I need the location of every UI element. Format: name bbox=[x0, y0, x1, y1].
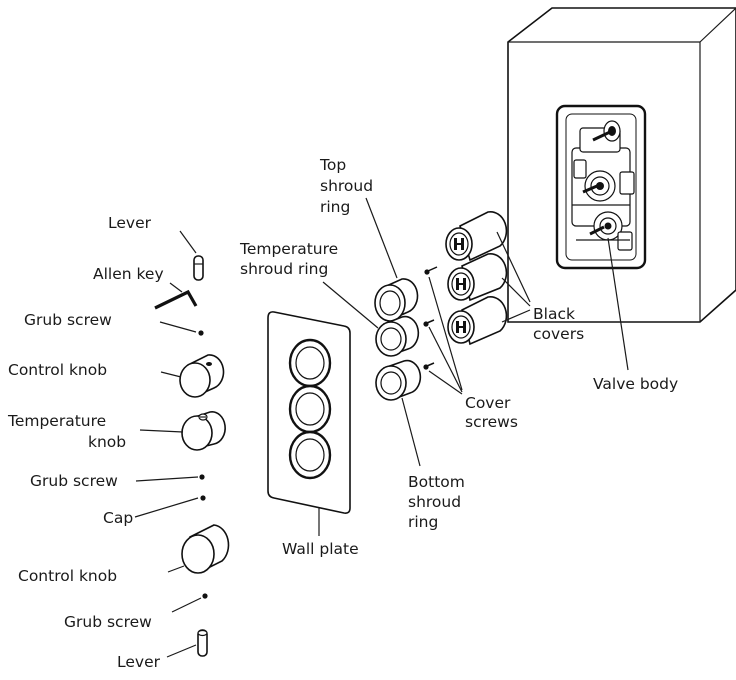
valve-body bbox=[507, 7, 736, 323]
label-temperature-shroud-line2: shroud ring bbox=[240, 260, 328, 278]
label-control-knob-2: Control knob bbox=[18, 567, 117, 585]
label-temperature-knob-line1: Temperature bbox=[7, 412, 106, 430]
label-grub-screw-3: Grub screw bbox=[64, 613, 152, 631]
label-cover-screws-line2: screws bbox=[465, 413, 518, 431]
label-top-shroud-line2: shroud bbox=[320, 177, 373, 195]
grub-screw-2 bbox=[199, 474, 205, 480]
label-bottom-shroud-line3: ring bbox=[408, 513, 438, 531]
control-knob-2 bbox=[181, 524, 230, 574]
label-allen-key: Allen key bbox=[93, 265, 164, 283]
label-bottom-shroud-line1: Bottom bbox=[408, 473, 465, 491]
label-cover-screws-line1: Cover bbox=[465, 394, 511, 412]
label-top-shroud-line1: Top bbox=[319, 156, 346, 174]
cover-screw-bottom bbox=[423, 362, 435, 370]
label-lever-bottom: Lever bbox=[117, 653, 161, 671]
grub-screw-3 bbox=[202, 593, 208, 599]
wall-plate-hole-bottom bbox=[288, 430, 332, 480]
labels: Lever Allen key Grub screw Control knob … bbox=[7, 156, 678, 671]
black-cover-middle bbox=[447, 252, 508, 302]
label-temperature-shroud-line1: Temperature bbox=[239, 240, 338, 258]
valve-mechanism bbox=[571, 120, 635, 251]
cover-screws bbox=[423, 266, 438, 370]
bottom-shroud-ring bbox=[375, 359, 422, 401]
label-grub-screw-2: Grub screw bbox=[30, 472, 118, 490]
control-knob-1 bbox=[179, 354, 225, 398]
grub-screw-1 bbox=[198, 330, 204, 336]
label-temperature-knob-line2: knob bbox=[88, 433, 126, 451]
lever-top bbox=[193, 255, 204, 281]
label-black-covers-line2: covers bbox=[533, 325, 584, 343]
cover-screw-middle bbox=[423, 319, 435, 327]
label-bottom-shroud-line2: shroud bbox=[408, 493, 461, 511]
temperature-shroud-ring bbox=[375, 315, 420, 357]
label-wall-plate: Wall plate bbox=[282, 540, 359, 558]
temperature-knob bbox=[181, 411, 226, 451]
label-top-shroud-line3: ring bbox=[320, 198, 350, 216]
top-shroud-ring bbox=[374, 278, 419, 322]
wall-plate-hole-top bbox=[288, 338, 332, 388]
wall-plate-hole-middle bbox=[288, 384, 332, 434]
cap bbox=[200, 495, 206, 501]
label-cap: Cap bbox=[103, 509, 133, 527]
black-cover-top bbox=[445, 210, 508, 262]
wall-plate bbox=[267, 311, 351, 514]
leader-lines bbox=[134, 197, 629, 658]
label-valve-body: Valve body bbox=[593, 375, 678, 393]
lever-bottom bbox=[197, 629, 208, 657]
label-black-covers-line1: Black bbox=[533, 305, 575, 323]
cover-screw-top bbox=[424, 266, 438, 275]
allen-key bbox=[154, 289, 198, 310]
label-lever-top: Lever bbox=[108, 214, 152, 232]
label-grub-screw-1: Grub screw bbox=[24, 311, 112, 329]
label-control-knob-1: Control knob bbox=[8, 361, 107, 379]
black-covers bbox=[445, 210, 508, 346]
black-cover-bottom bbox=[447, 295, 508, 346]
